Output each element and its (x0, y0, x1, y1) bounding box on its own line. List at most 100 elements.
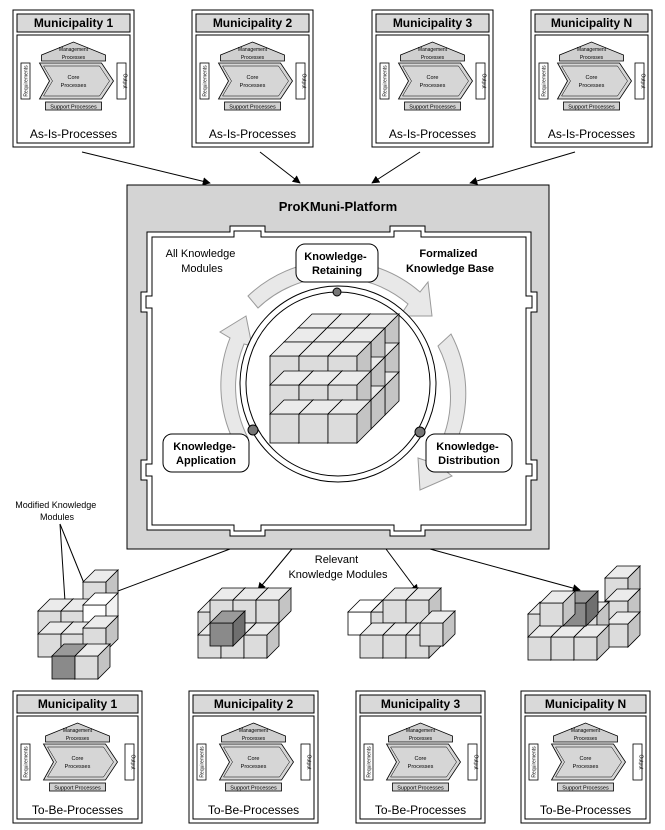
management-processes-shape (41, 41, 106, 62)
support-processes-bar (563, 101, 620, 111)
management-label-1: Management (577, 47, 607, 53)
output-label: Output (473, 754, 479, 770)
top-municipality-3: Municipality 3ManagementProcessesRequire… (371, 9, 494, 148)
requirements-label: Requirements (203, 65, 209, 97)
municipality-title-bar (359, 694, 482, 714)
support-processes-bar (392, 782, 449, 792)
output-bar (295, 62, 306, 100)
bottom-municipalities: Municipality 1ManagementProcessesRequire… (12, 690, 651, 824)
municipality-caption: As-Is-Processes (30, 127, 117, 141)
municipality-title: Municipality N (545, 697, 626, 711)
knowledge-base-line-1: Formalized (419, 248, 477, 260)
core-processes-shape (385, 743, 461, 781)
management-processes-shape (400, 41, 465, 62)
core-label-2: Processes (241, 764, 267, 770)
municipality-caption: To-Be-Processes (375, 803, 466, 817)
support-processes-bar (45, 101, 102, 111)
core-label-1: Core (68, 75, 80, 81)
core-label-2: Processes (420, 83, 446, 89)
output-label: Output (638, 754, 644, 770)
municipality-title-bar (192, 694, 315, 714)
top-municipality-4: Municipality NManagementProcessesRequire… (530, 9, 653, 148)
requirements-label: Requirements (532, 746, 538, 778)
requirements-bar (196, 743, 207, 781)
requirements-label: Requirements (200, 746, 206, 778)
requirements-label: Requirements (542, 65, 548, 97)
support-label: Support Processes (54, 786, 101, 792)
management-label-1: Management (63, 728, 93, 734)
distribution-line-1: Knowledge- (436, 441, 499, 453)
support-label: Support Processes (229, 105, 276, 111)
core-label-1: Core (247, 75, 259, 81)
module-set-4 (527, 565, 641, 661)
knowledge-module-cube (209, 610, 246, 647)
core-processes-shape (38, 62, 114, 100)
knowledge-cube (269, 313, 400, 444)
municipality-title-bar (524, 694, 647, 714)
bottom-municipality-2: Municipality 2ManagementProcessesRequire… (188, 690, 319, 824)
core-label-2: Processes (61, 83, 87, 89)
municipality-title: Municipality 1 (34, 16, 114, 30)
requirements-bar (199, 62, 210, 100)
management-label-1: Management (406, 728, 436, 734)
output-label: Output (301, 73, 307, 89)
application-box (162, 433, 250, 473)
municipality-title: Municipality 2 (214, 697, 294, 711)
modified-modules-line-1: Modified Knowledge (15, 500, 96, 510)
core-label-1: Core (427, 75, 439, 81)
output-bar (124, 743, 135, 781)
management-label-2: Processes (241, 55, 265, 61)
core-label-2: Processes (408, 764, 434, 770)
management-label-1: Management (59, 47, 89, 53)
knowledge-module-sets (37, 565, 641, 680)
output-arrows (109, 548, 581, 596)
application-line-1: Knowledge- (173, 441, 236, 453)
knowledge-module-cube (604, 611, 641, 648)
management-label-2: Processes (242, 736, 266, 742)
core-label-1: Core (72, 756, 84, 762)
relevant-modules-label: Relevant Knowledge Modules (288, 554, 388, 581)
bottom-municipality-1: Municipality 1ManagementProcessesRequire… (12, 690, 143, 824)
requirements-label: Requirements (24, 65, 30, 97)
knowledge-module-cube (539, 590, 576, 627)
top-municipality-2: Municipality 2ManagementProcessesRequire… (191, 9, 314, 148)
requirements-bar (528, 743, 539, 781)
core-processes-shape (42, 743, 118, 781)
management-label-1: Management (571, 728, 601, 734)
core-label-1: Core (415, 756, 427, 762)
management-label-2: Processes (409, 736, 433, 742)
output-bar (632, 743, 643, 781)
support-label: Support Processes (230, 786, 277, 792)
core-processes-shape (556, 62, 632, 100)
core-processes-shape (397, 62, 473, 100)
application-node (247, 424, 259, 436)
requirements-bar (363, 743, 374, 781)
output-label: Output (122, 73, 128, 89)
management-label-2: Processes (62, 55, 86, 61)
municipality-title-bar (375, 13, 490, 33)
core-label-1: Core (248, 756, 260, 762)
retaining-label: Knowledge- Retaining (304, 251, 369, 277)
knowledge-module-cube (74, 643, 111, 680)
output-label: Output (130, 754, 136, 770)
relevant-modules-line-1: Relevant (315, 554, 358, 566)
retaining-line-2: Retaining (312, 265, 362, 277)
module-set-1 (37, 569, 119, 680)
management-processes-shape (388, 722, 453, 743)
all-modules-line-1: All Knowledge (166, 248, 236, 260)
management-label-1: Management (238, 47, 268, 53)
knowledge-module-cube (255, 587, 292, 624)
knowledge-module-cube (243, 622, 280, 659)
all-modules-line-2: Modules (181, 263, 223, 275)
knowledge-base-line-2: Knowledge Base (406, 263, 494, 275)
core-label-2: Processes (240, 83, 266, 89)
top-municipality-1: Municipality 1ManagementProcessesRequire… (12, 9, 135, 148)
management-processes-shape (45, 722, 110, 743)
application-label: Knowledge- Application (173, 441, 238, 467)
requirements-label: Requirements (367, 746, 373, 778)
relevant-modules-line-2: Knowledge Modules (288, 569, 388, 581)
management-label-1: Management (418, 47, 448, 53)
distribution-node (414, 426, 426, 438)
